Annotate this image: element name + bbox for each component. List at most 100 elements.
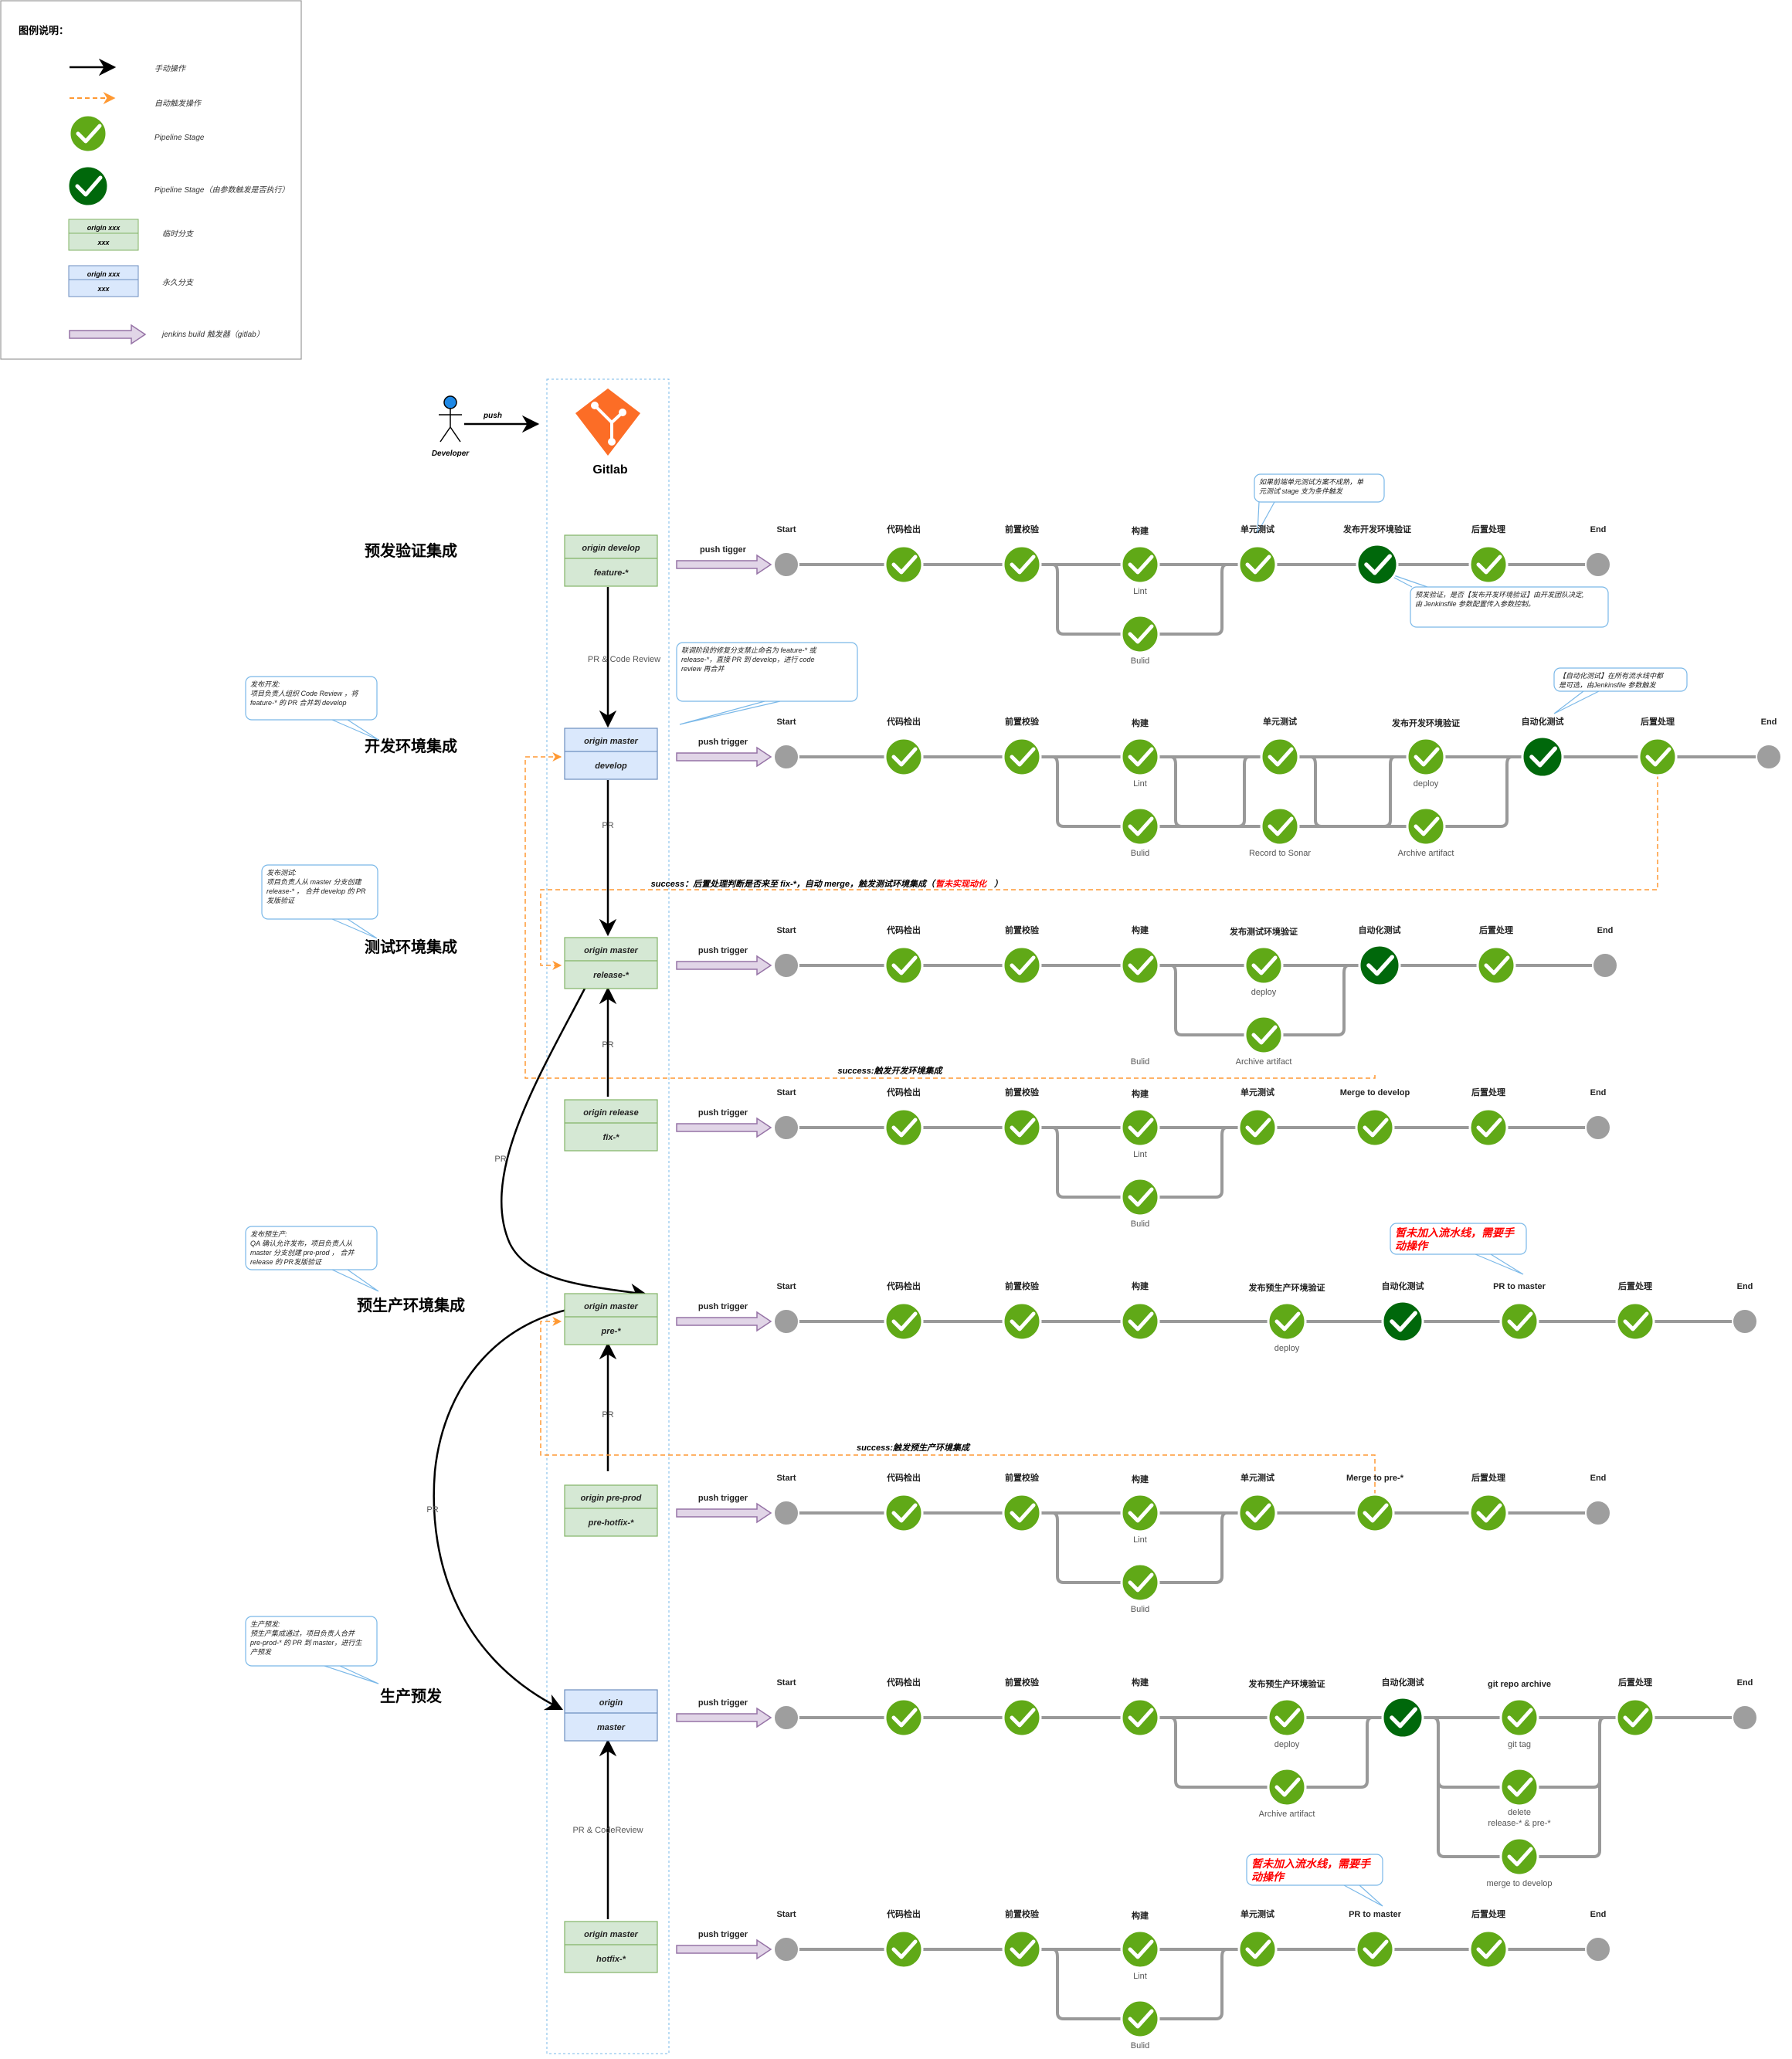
pipeline-prehotfix-stage-1-check-icon: [884, 1493, 924, 1533]
pipeline-hotfix-stage-4-label: 单元测试: [1240, 1908, 1274, 1919]
pipeline-prehotfix-stage-7-node: [1585, 1500, 1611, 1526]
pipeline-prehotfix-stage-3-sublabel: Lint: [1133, 1535, 1147, 1545]
pipeline-release-stage-7-node: [1592, 952, 1618, 979]
pipeline-hotfix-stage-0-label: Start: [776, 1910, 796, 1919]
pipeline-release-stage-7-label: End: [1597, 926, 1614, 935]
gitlab-container: [546, 378, 670, 2054]
developer-label: Developer: [432, 449, 470, 458]
legend-perm-branch-label: 永久分支: [162, 278, 194, 287]
pipeline-release-stage-5-label: 自动化测试: [1359, 924, 1401, 935]
pipeline-pre-stage-2-label: 前置校验: [1005, 1281, 1040, 1291]
pipeline-pre-stage-6-check-icon: [1499, 1301, 1539, 1342]
pipeline-feature-stage-3-sublabel: Lint: [1133, 587, 1147, 596]
pipeline-release-stage-2-label: 前置校验: [1005, 924, 1040, 935]
callout-test-release-note-line-2: release-* ， 合并 develop 的 PR: [266, 887, 366, 895]
pipeline-develop-branch-0-check-icon: [1120, 806, 1160, 846]
pipeline-develop-stage-8-node: [1756, 744, 1782, 770]
svg-text:暂未实现动化: 暂未实现动化: [935, 879, 988, 889]
pipeline-master-stage-6-sublabel: git tag: [1508, 1740, 1531, 1749]
pipeline-prehotfix-stage-4-check-icon: [1237, 1493, 1278, 1533]
pipeline-feature-trigger-label: push tigger: [700, 545, 747, 555]
flow-label-pr-codereview: PR & CodeReview: [572, 1826, 643, 1835]
pipeline-feature-stage-5-label: 发布开发环境验证: [1342, 524, 1411, 534]
pipeline-release-trigger-label: push trigger: [698, 946, 748, 955]
pipeline-develop-branch-1-check-icon: [1260, 806, 1300, 846]
flow-label-pr-4: PR: [494, 1155, 506, 1164]
callout-test-release-note-line-0: 发布测试:: [266, 869, 297, 877]
pipeline-pre-stage-8-label: End: [1737, 1282, 1753, 1291]
pipeline-develop-stage-5-check-icon: [1406, 737, 1446, 777]
callout-test-release-note-line-3: 发版验证: [266, 897, 296, 904]
callout-preprod-release-note-line-0: 发布预生产:: [250, 1230, 287, 1238]
pipeline-pre-stage-0-label: Start: [776, 1282, 796, 1291]
push-label: push: [483, 412, 502, 420]
pipeline-release-branch-0-label: Archive artifact: [1236, 1057, 1292, 1067]
branch-prehotfix-name: pre-hotfix-*: [588, 1518, 634, 1528]
pipeline-hotfix-stage-3-check-icon: [1120, 1929, 1160, 1969]
pipeline-develop-stage-1-check-icon: [884, 737, 924, 777]
pipeline-master-stage-2-check-icon: [1002, 1698, 1042, 1738]
pipeline-hotfix-stage-7-label: End: [1590, 1910, 1607, 1919]
pipeline-master-branch-0-check-icon: [1267, 1767, 1307, 1807]
pipeline-prehotfix-stage-2-label: 前置校验: [1005, 1472, 1040, 1483]
pipeline-develop-branch-2-label: Archive artifact: [1398, 849, 1454, 858]
pipeline-feature-stage-6-check-icon: [1468, 544, 1509, 585]
pipeline-feature-trigger: push tigger: [676, 545, 772, 575]
pipeline-fix-stage-3-check-icon: [1120, 1108, 1160, 1148]
callout-not-in-pipeline-2-line-1: 动操作: [1251, 1871, 1286, 1883]
pipeline-pre-stage-4-sublabel: deploy: [1274, 1344, 1300, 1353]
gitlab-label: Gitlab: [592, 463, 628, 477]
pipeline-release-stage-3-label: 构建: [1132, 924, 1149, 935]
pipeline-release-stage-4-check-icon: [1244, 945, 1284, 985]
pipeline-develop-branch-2-check-icon: [1406, 806, 1446, 846]
branch-fix-name: fix-*: [603, 1133, 620, 1142]
pipeline-master-stage-5-check-icon: [1381, 1696, 1424, 1739]
auto-trigger-arrows: [524, 752, 1658, 1502]
pipeline-pre-stage-0-node: [773, 1308, 799, 1335]
pipeline-hotfix-stage-1-check-icon: [884, 1929, 924, 1969]
callout-dev-release-note-line-2: feature-* 的 PR 合并到 develop: [250, 699, 347, 707]
pipeline-develop-stage-4-check-icon: [1260, 737, 1300, 777]
pipeline-feature-stage-2-check-icon: [1002, 544, 1042, 585]
pipeline-hotfix-stage-1-label: 代码检出: [886, 1908, 921, 1919]
pipeline-develop-stage-6-label: 自动化测试: [1522, 716, 1564, 727]
callout-pre-verify-note-line-1: 由 Jenkinsfile 参数配置传入参数控制。: [1415, 600, 1535, 608]
pipeline-master-stage-3-check-icon: [1120, 1698, 1160, 1738]
pipeline-develop-stage-2-check-icon: [1002, 737, 1042, 777]
pipeline-develop-trigger-label: push trigger: [698, 738, 748, 747]
pipeline-master-stage-7-check-icon: [1615, 1698, 1655, 1738]
legend-trigger-arrow: [69, 324, 147, 345]
pipeline-feature-stage-7-label: End: [1590, 525, 1607, 534]
branch-master-origin: origin: [599, 1698, 623, 1708]
pipeline-release-stage-0-label: Start: [776, 926, 796, 935]
pipeline-master-branch-2-label: merge to develop: [1487, 1879, 1553, 1888]
pipeline-prehotfix-stage-6-label: 后置处理: [1471, 1472, 1505, 1483]
svg-text:origin xxx: origin xxx: [87, 270, 121, 278]
legend-manual-label: 手动操作: [154, 64, 187, 73]
pipeline-develop-stage-3-check-icon: [1120, 737, 1160, 777]
pipeline-develop-branch-0-label: Bulid: [1131, 849, 1149, 858]
legend-temp-branch-label: 临时分支: [162, 229, 194, 239]
pipeline-release-trigger: push trigger: [676, 946, 772, 976]
pipeline-develop-branch-1-label: Record to Sonar: [1249, 849, 1311, 858]
pipeline-fix-stage-6-check-icon: [1468, 1108, 1509, 1148]
pipeline-prehotfix-stage-3-check-icon: [1120, 1493, 1160, 1533]
pipeline-prehotfix-branch-0-label: Bulid: [1131, 1605, 1149, 1614]
pipeline-feature-stage-3-check-icon: [1120, 544, 1160, 585]
legend-trigger-label: jenkins build 触发器（gitlab）: [161, 330, 264, 339]
pipeline-pre-stage-1-label: 代码检出: [886, 1281, 921, 1291]
callout-not-in-pipeline-1-line-1: 动操作: [1395, 1240, 1430, 1252]
svg-text:）: ）: [993, 879, 1003, 889]
callout-unit-test-note: 如果前端单元测试方案不成熟，单元测试 stage 支为条件触发: [1254, 473, 1385, 534]
pipeline-pre-stage-6-label: PR to master: [1493, 1282, 1546, 1291]
legend-frame: [0, 0, 302, 360]
pipeline-fix-stage-5-check-icon: [1355, 1108, 1395, 1148]
legend-param-stage-label: Pipeline Stage（由参数触发是否执行）: [154, 185, 290, 195]
pipeline-pre-stage-8-node: [1732, 1308, 1758, 1335]
